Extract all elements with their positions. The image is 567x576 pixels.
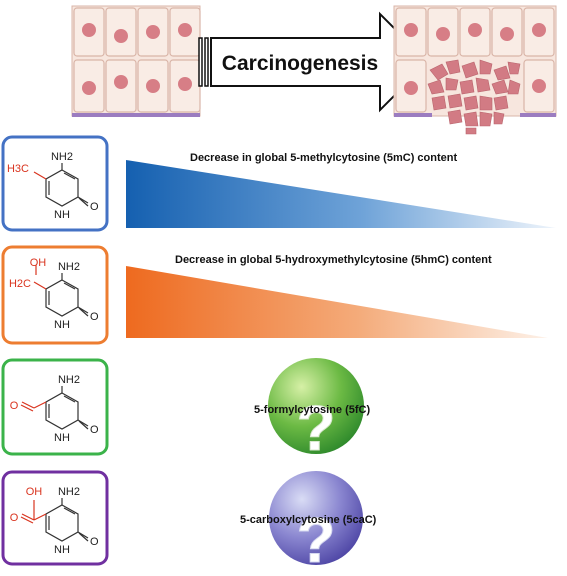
tumor-tissue [393, 5, 557, 135]
5hmc-structure [33, 265, 89, 317]
carcinogenesis-label: Carcinogenesis [222, 52, 378, 75]
5mc-description: Decrease in global 5-methylcytosine (5mC… [190, 152, 458, 164]
5fc-structure [20, 386, 89, 430]
5fc-o-label: O [90, 424, 99, 436]
row-5fc: NH2 O NH O ? [1, 358, 364, 465]
5mc-group-label: H3C [7, 163, 29, 175]
normal-tissue [71, 5, 201, 117]
5hmc-molecule-frame [1, 245, 109, 345]
5cac-structure [20, 498, 89, 542]
5fc-nh2-label: NH2 [58, 374, 80, 386]
5cac-molecule-frame [1, 470, 109, 566]
5cac-nh-label: NH [54, 544, 70, 556]
5hmc-oh-label: OH [30, 257, 47, 269]
5hmc-decrease-wedge [126, 266, 548, 338]
5fc-unknown-sphere: ? [268, 358, 364, 465]
5cac-unknown-sphere: ? [269, 471, 363, 576]
row-5hmc: OH NH2 H2C NH O [1, 245, 548, 345]
5cac-group-label: O [10, 512, 19, 524]
5cac-nh2-label: NH2 [58, 486, 80, 498]
5hmc-group-label: H2C [9, 278, 31, 290]
5hmc-o-label: O [90, 311, 99, 323]
5mc-molecule-frame [1, 135, 109, 232]
carcinogenesis-arrow: Carcinogenesis [198, 11, 430, 113]
5cac-oh-label: OH [26, 486, 43, 498]
5cac-o-label: O [90, 536, 99, 548]
5mc-structure [33, 163, 89, 207]
5cac-description: 5-carboxylcytosine (5caC) [240, 514, 377, 526]
5fc-question-mark: ? [296, 392, 335, 464]
5cac-question-mark: ? [296, 504, 335, 571]
5fc-group-label: O [10, 400, 19, 412]
5mc-nh2-label: NH2 [51, 151, 73, 163]
5hmc-nh-label: NH [54, 319, 70, 331]
5fc-molecule-frame [1, 358, 109, 456]
row-5mc: NH2 H3C NH O [1, 135, 556, 232]
5mc-decrease-wedge [126, 160, 556, 228]
row-5cac: OH NH2 O NH O ? [1, 470, 363, 576]
5fc-description: 5-formylcytosine (5fC) [254, 404, 371, 416]
5mc-nh-label: NH [54, 209, 70, 221]
5hmc-description: Decrease in global 5-hydroxymethylcytosi… [175, 254, 492, 266]
5mc-o-label: O [90, 201, 99, 213]
5hmc-nh2-label: NH2 [58, 261, 80, 273]
5fc-nh-label: NH [54, 432, 70, 444]
